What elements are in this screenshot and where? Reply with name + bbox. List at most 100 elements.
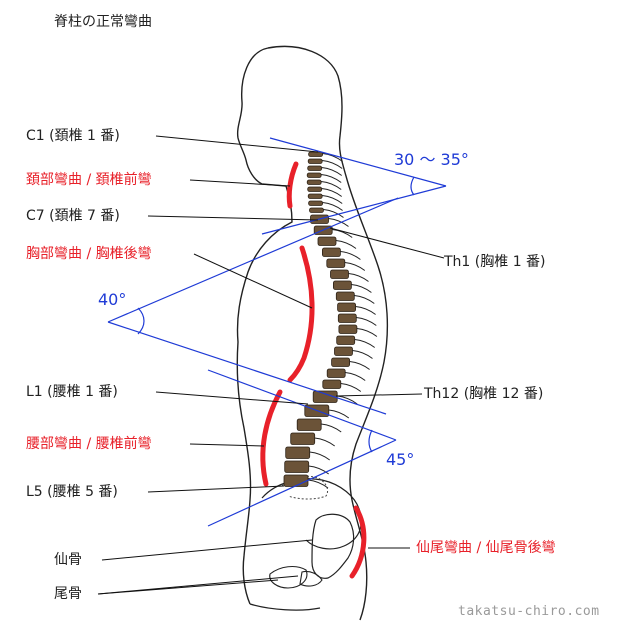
hip-outline (269, 565, 308, 589)
sacrum-leader (101, 539, 313, 561)
thoracic-curve-leader (193, 253, 313, 309)
spinous-process (335, 240, 357, 249)
spinous-process (321, 423, 342, 433)
l1-leader (155, 391, 309, 405)
cervical-curve-line (286, 161, 299, 209)
vertebra-body (307, 186, 323, 192)
vertebra-body (307, 193, 323, 199)
thoracic-angle-label: 40° (98, 290, 127, 309)
c1-leader (155, 135, 319, 153)
spinous-process (340, 251, 361, 260)
vertebra-body (326, 258, 346, 268)
vertebra-body (307, 158, 323, 164)
sacral-curve-line (349, 505, 367, 579)
spinous-process (352, 350, 373, 359)
vertebra-body (312, 390, 338, 403)
spinous-process (321, 181, 342, 190)
vertebra-body (285, 446, 311, 459)
spinous-process (322, 195, 343, 204)
spinous-process (307, 479, 329, 489)
vertebra-body (308, 151, 324, 157)
l5-label: L5 (腰椎 5 番) (26, 484, 118, 500)
spinous-process (355, 306, 376, 315)
vertebra-body (306, 172, 322, 178)
vertebra-body (338, 324, 358, 334)
l5-leader (147, 485, 285, 493)
diagram-title: 脊柱の正常彎曲 (54, 14, 152, 30)
spinous-process (322, 202, 343, 211)
th1-label: Th1 (胸椎 1 番) (444, 254, 546, 270)
vertebra-body (296, 418, 322, 431)
vertebra-body (307, 165, 323, 171)
th1-leader (329, 227, 445, 259)
spinous-process (344, 262, 366, 271)
vertebra-body (335, 291, 355, 301)
th12-leader (335, 393, 423, 397)
pelvis-outline (261, 478, 362, 550)
front-leg-outline (249, 603, 321, 611)
spinous-process (321, 188, 342, 197)
spinous-process (321, 167, 342, 176)
cervical-curve-label: 頚部彎曲 / 頚椎前彎 (26, 172, 152, 188)
lumbar-angle-label: 45° (386, 450, 415, 469)
l1-label: L1 (腰椎 1 番) (26, 384, 118, 400)
spinous-process (356, 317, 377, 326)
body-outline (236, 47, 293, 605)
spinous-process (314, 437, 335, 447)
spinous-process (349, 361, 370, 370)
spinous-process (332, 229, 353, 238)
thoracic-angle-arc (137, 307, 145, 335)
coccyx-leader-2 (97, 579, 279, 595)
vertebra-body (290, 432, 316, 445)
spinous-process (340, 383, 362, 392)
vertebra-body (331, 357, 351, 367)
vertebra-body (308, 200, 324, 206)
cervical-angle-ray-lower (261, 185, 447, 235)
spinous-process (328, 218, 349, 227)
vertebra-body (321, 247, 341, 257)
spinous-process (322, 153, 343, 162)
vertebra-body (284, 460, 310, 473)
coccyx-label: 尾骨 (54, 586, 82, 602)
cervical-curve-leader (189, 179, 291, 187)
c1-label: C1 (頚椎 1 番) (26, 128, 120, 144)
vertebra-body (306, 179, 322, 185)
lumbar-curve-leader (189, 443, 265, 447)
c7-leader (147, 215, 319, 221)
back-outline (267, 45, 389, 621)
spinous-process (354, 339, 375, 348)
spinous-process (354, 295, 375, 304)
vertebra-body (336, 335, 356, 345)
spinous-process (337, 395, 358, 405)
coccyx-shape (299, 570, 323, 587)
spinous-process (328, 409, 350, 419)
vertebra-body (322, 379, 342, 389)
spinous-process (345, 372, 366, 381)
vertebra-body (330, 269, 349, 279)
th12-label: Th12 (胸椎 12 番) (424, 386, 544, 402)
spinous-process (308, 465, 329, 475)
spinous-process (348, 273, 369, 282)
spinous-process (321, 174, 342, 183)
thoracic-curve-line (287, 245, 315, 383)
vertebra-body (334, 346, 353, 356)
watermark-text: takatsu-chiro.com (458, 604, 600, 619)
cervical-angle-arc (410, 176, 415, 196)
thoracic-angle-ray-upper (107, 197, 399, 323)
lumbar-angle-ray-lower (207, 439, 397, 527)
thoracic-angle-ray-lower (107, 321, 387, 415)
spinous-process (323, 209, 344, 218)
lumbar-curve-line (260, 389, 283, 487)
vertebra-body (337, 302, 357, 312)
vertebra-body (317, 236, 337, 246)
lumbar-curve-label: 腰部彎曲 / 腰椎前彎 (26, 436, 152, 452)
cervical-angle-label: 30 〜 35° (394, 150, 469, 169)
sacrum-shape (311, 513, 355, 579)
thoracic-curve-label: 胸部彎曲 / 胸椎後彎 (26, 246, 152, 262)
spinous-process (351, 284, 372, 293)
c7-label: C7 (頚椎 7 番) (26, 208, 120, 224)
vertebral-column (283, 151, 378, 489)
spinous-process (322, 160, 343, 169)
spinous-process (309, 451, 330, 461)
